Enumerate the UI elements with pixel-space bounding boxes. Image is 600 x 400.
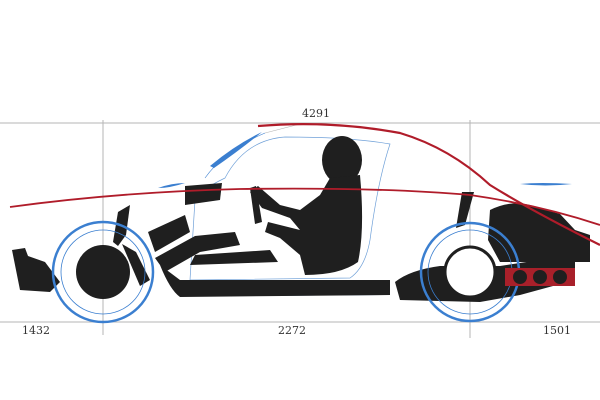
exhaust-block [505,268,575,286]
wheelbase-label: 2272 [278,324,306,337]
front-overhang-label: 1432 [22,324,50,337]
beltline-profile-line [9,187,600,226]
roof-profile-line [257,123,600,246]
driver-silhouette [250,136,363,275]
overall-length-label: 4291 [302,107,330,120]
rear-overhang-label: 1501 [543,324,571,337]
front-wheel [51,220,155,324]
cockpit-outline [189,136,391,281]
rear-wheel [419,221,521,323]
